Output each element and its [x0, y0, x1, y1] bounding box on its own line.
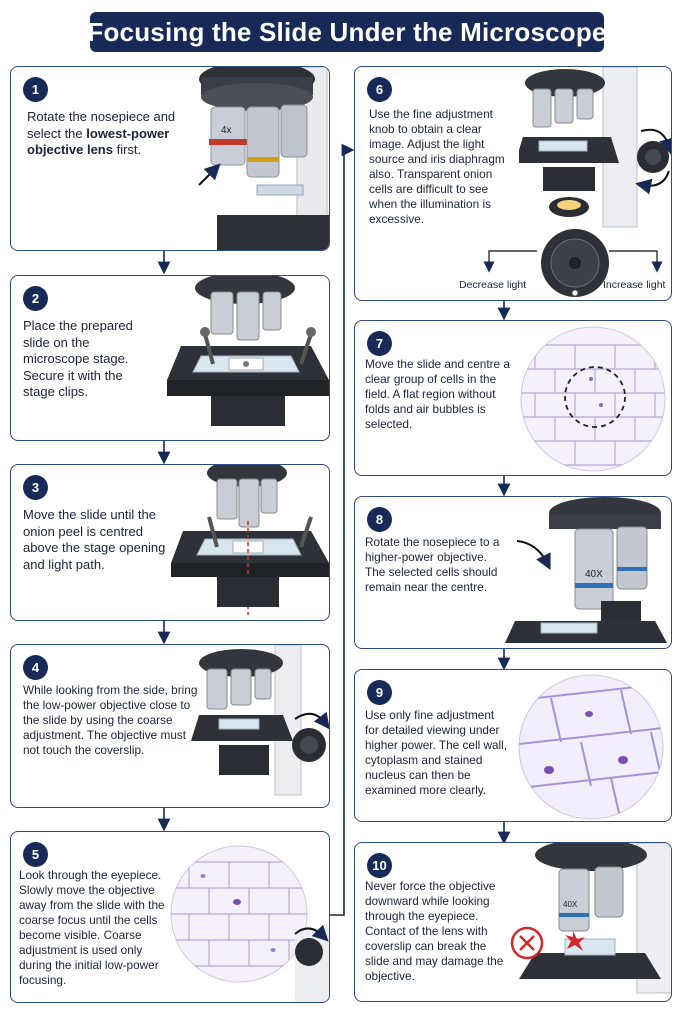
slide-on-stage-illustration — [167, 276, 329, 426]
title-banner: Focusing the Slide Under the Microscope — [87, 12, 607, 52]
page-title: Focusing the Slide Under the Microscope — [87, 16, 607, 47]
high-power-objective-illustration: 40X — [505, 497, 667, 643]
step-number-badge: 2 — [23, 286, 48, 311]
step-1-text-bold: lowest-power objective lens — [27, 125, 170, 158]
objective-contact-warning-illustration: 40X — [510, 843, 671, 994]
step-1-text-end: first. — [112, 142, 142, 158]
step-card-4: 4 While looking from the side, bring the… — [10, 644, 330, 808]
decrease-light-label: Decrease light — [459, 279, 527, 291]
step-card-7: 7 Move the slide and centre a clear grou… — [354, 320, 672, 476]
centred-cell-group-illustration — [520, 326, 666, 472]
step-number-badge: 4 — [23, 655, 48, 680]
step-8-text: Rotate the nosepiece to a higher-power o… — [365, 535, 500, 594]
increase-light-label: Increase light — [603, 279, 666, 291]
step-1-text-start: Rotate the nosepiece and select the — [27, 109, 176, 141]
step-4-text: While looking from the side, bring the l… — [23, 683, 198, 757]
step-3-text: Move the slide until the onion peel is c… — [23, 507, 166, 572]
step-card-5: 5 Look through the eyepiece. Slowly move… — [10, 831, 330, 1003]
step-10-text: Never force the objective downward while… — [365, 879, 504, 983]
low-power-cell-field-illustration — [170, 845, 329, 1002]
step-number-badge: 7 — [367, 331, 392, 356]
step-5-text: Look through the eyepiece. Slowly move t… — [19, 868, 165, 987]
step-number-badge: 9 — [367, 680, 392, 705]
step-number-badge: 1 — [23, 77, 48, 102]
coarse-adjustment-side-view-illustration — [191, 645, 329, 796]
step-card-10: 10 Never force the objective downward wh… — [354, 842, 672, 1002]
step-card-8: 8 Rotate the nosepiece to a higher-power… — [354, 496, 672, 649]
step-number-badge: 3 — [23, 475, 48, 500]
step-number-badge: 10 — [367, 853, 392, 878]
step-card-3: 3 Move the slide until the onion peel is… — [10, 464, 330, 621]
step-card-6: 6 Use the fine adjustment knob to obtain… — [354, 66, 672, 301]
lens-label-40x: 40X — [585, 569, 603, 580]
step-6-text: Use the fine adjustment knob to obtain a… — [369, 107, 505, 226]
light-adjust-arrows — [483, 250, 663, 273]
step-2-text: Place the prepared slide on the microsco… — [23, 318, 133, 400]
step-7-text: Move the slide and centre a clear group … — [365, 357, 510, 431]
step-1-text: Rotate the nosepiece and select the lowe… — [27, 109, 187, 159]
centred-slide-light-path-illustration — [171, 465, 329, 615]
step-number-badge: 8 — [367, 507, 392, 532]
nosepiece-low-power-illustration: 4x — [198, 67, 329, 250]
fine-adjustment-illumination-illustration — [519, 67, 671, 297]
step-card-9: 9 Use only fine adjustment for detailed … — [354, 669, 672, 822]
step-card-2: 2 Place the prepared slide on the micros… — [10, 275, 330, 441]
step-number-badge: 6 — [367, 77, 392, 102]
step-number-badge: 5 — [23, 842, 48, 867]
step-card-1: 1 Rotate the nosepiece and select the lo… — [10, 66, 330, 251]
high-power-cells-illustration — [518, 674, 664, 820]
step-9-text: Use only fine adjustment for detailed vi… — [365, 708, 508, 797]
lens-label-40x: 40X — [563, 900, 578, 909]
lens-label-4x: 4x — [221, 125, 232, 136]
arrow-5-6 — [330, 143, 355, 916]
